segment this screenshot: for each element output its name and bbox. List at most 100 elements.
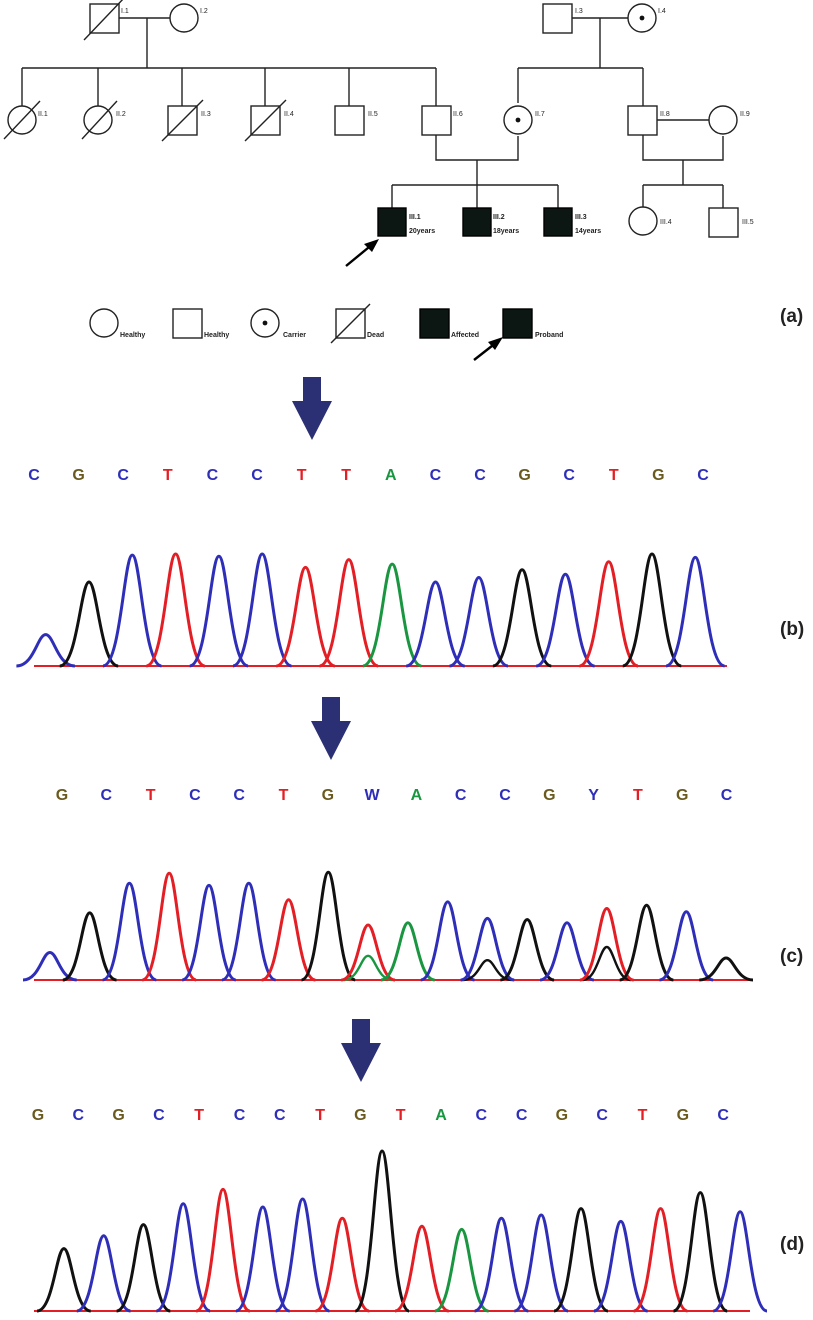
svg-text:III.5: III.5: [742, 219, 754, 226]
chromatogram-peak-c-14: [579, 907, 635, 982]
base-call-c-7: W: [365, 787, 381, 804]
individual-II-8: II.8: [627, 105, 670, 136]
chromatogram-peak-d-5: [235, 1205, 291, 1313]
chromatogram-peak-c-13: [539, 921, 595, 982]
base-call-c-0: G: [56, 787, 68, 804]
chromatogram-peak-c-1: [62, 911, 118, 982]
chromatogram-b: [16, 552, 727, 668]
svg-text:II.8: II.8: [660, 111, 670, 118]
base-call-b-12: C: [563, 467, 575, 484]
base-call-c-6: G: [322, 787, 334, 804]
svg-text:II.3: II.3: [201, 111, 211, 118]
chromatogram-c: [22, 870, 754, 982]
chromatogram-peak-b-2: [102, 553, 163, 668]
base-call-d-6: C: [274, 1107, 286, 1124]
base-call-b-10: C: [474, 467, 486, 484]
panel-label-a: (a): [780, 306, 803, 327]
chromatogram-peak-d-15: [633, 1207, 689, 1313]
chromatogram-peak-c-9: [380, 921, 436, 982]
legend-proband: Proband: [473, 308, 563, 361]
chromatogram-peak-c-3: [141, 871, 197, 982]
chromatogram-peak-c-16: [658, 910, 714, 982]
base-call-c-14: G: [676, 787, 688, 804]
base-call-b-9: C: [430, 467, 442, 484]
base-call-d-3: C: [153, 1107, 165, 1124]
svg-text:III.2: III.2: [493, 214, 505, 221]
base-call-b-15: C: [697, 467, 709, 484]
chromatogram-peak-c-4: [181, 883, 237, 982]
chromatogram-peak-b-12: [535, 572, 596, 668]
chromatogram-peak-d-7: [314, 1216, 370, 1313]
svg-text:II.7: II.7: [535, 111, 545, 118]
base-call-b-0: C: [28, 467, 40, 484]
base-call-c-3: C: [189, 787, 201, 804]
pedigree: I.1 I.2 I.3 I.4 II.1 II.2 II: [3, 0, 754, 267]
chromatogram-peak-b-8: [362, 562, 423, 668]
base-call-b-3: T: [163, 467, 173, 484]
base-call-b-11: G: [518, 467, 530, 484]
chromatogram-peak-d-1: [76, 1234, 132, 1313]
chromatogram-peak-d-8: [354, 1149, 410, 1313]
base-call-c-4: C: [233, 787, 245, 804]
chromatogram-peak-d-6: [274, 1197, 331, 1313]
chromatogram-peak-c-2: [101, 881, 157, 982]
svg-text:I.3: I.3: [575, 8, 583, 15]
base-call-d-0: G: [32, 1107, 44, 1124]
base-call-c-1: C: [101, 787, 113, 804]
base-call-b-7: T: [341, 467, 351, 484]
mutation-arrow-d: [341, 1019, 381, 1082]
individual-II-3: II.3: [161, 99, 211, 142]
chromatogram-peak-d-13: [553, 1207, 609, 1313]
svg-text:Dead: Dead: [367, 332, 384, 339]
base-call-d-12: C: [516, 1107, 528, 1124]
individual-III-1: III.1 20years: [377, 207, 435, 237]
base-call-d-13: G: [556, 1107, 568, 1124]
base-call-d-8: G: [354, 1107, 366, 1124]
chromatogram-peak-c-15: [619, 903, 674, 982]
base-call-d-1: C: [73, 1107, 85, 1124]
chromatogram-peak-d-0: [36, 1247, 92, 1313]
base-call-d-17: C: [717, 1107, 729, 1124]
legend-affected: Affected: [419, 308, 479, 339]
base-call-b-1: G: [72, 467, 84, 484]
svg-text:20years: 20years: [409, 228, 435, 235]
proband-arrow: [345, 239, 379, 267]
legend-healthy-female: Healthy: [89, 308, 145, 339]
panel-label-b: (b): [780, 619, 804, 640]
individual-III-5: III.5: [708, 207, 754, 238]
chromatogram-peak-d-3: [155, 1202, 211, 1313]
chromatogram-peak-b-13: [578, 560, 639, 668]
base-call-d-2: G: [112, 1107, 124, 1124]
chromatogram-peak-c-7: [300, 870, 356, 982]
svg-text:I.1: I.1: [121, 8, 129, 15]
svg-text:II.4: II.4: [284, 111, 294, 118]
chromatogram-peak-d-10: [434, 1227, 490, 1313]
chromatogram-peak-d-14: [593, 1219, 649, 1313]
individual-I-2: I.2: [169, 3, 208, 33]
chromatogram-peak-d-9: [394, 1224, 450, 1313]
base-call-b-4: C: [207, 467, 219, 484]
chromatogram-d: [34, 1149, 768, 1313]
base-call-d-11: C: [476, 1107, 488, 1124]
chromatogram-peak-d-11: [473, 1216, 529, 1313]
chromatogram-peak-d-17: [712, 1210, 768, 1313]
chromatogram-peak-d-16: [672, 1191, 728, 1313]
individual-I-3: I.3: [542, 3, 583, 34]
individual-I-4: I.4: [627, 3, 666, 33]
svg-text:III.4: III.4: [660, 219, 672, 226]
base-call-b-6: T: [297, 467, 307, 484]
base-call-c-13: T: [633, 787, 643, 804]
base-call-d-14: C: [596, 1107, 608, 1124]
base-call-c-12: Y: [588, 787, 599, 804]
base-call-d-10: A: [435, 1107, 447, 1124]
chromatogram-peak-b-10: [448, 576, 509, 668]
individual-II-7: II.7: [503, 105, 545, 135]
individual-III-4: III.4: [628, 206, 672, 236]
base-call-b-5: C: [251, 467, 263, 484]
svg-text:II.5: II.5: [368, 111, 378, 118]
individual-III-3: III.3 14years: [543, 207, 601, 237]
chromatogram-secondary-peak-c-11: [463, 958, 512, 982]
chromatogram-peak-b-0: [16, 633, 76, 668]
